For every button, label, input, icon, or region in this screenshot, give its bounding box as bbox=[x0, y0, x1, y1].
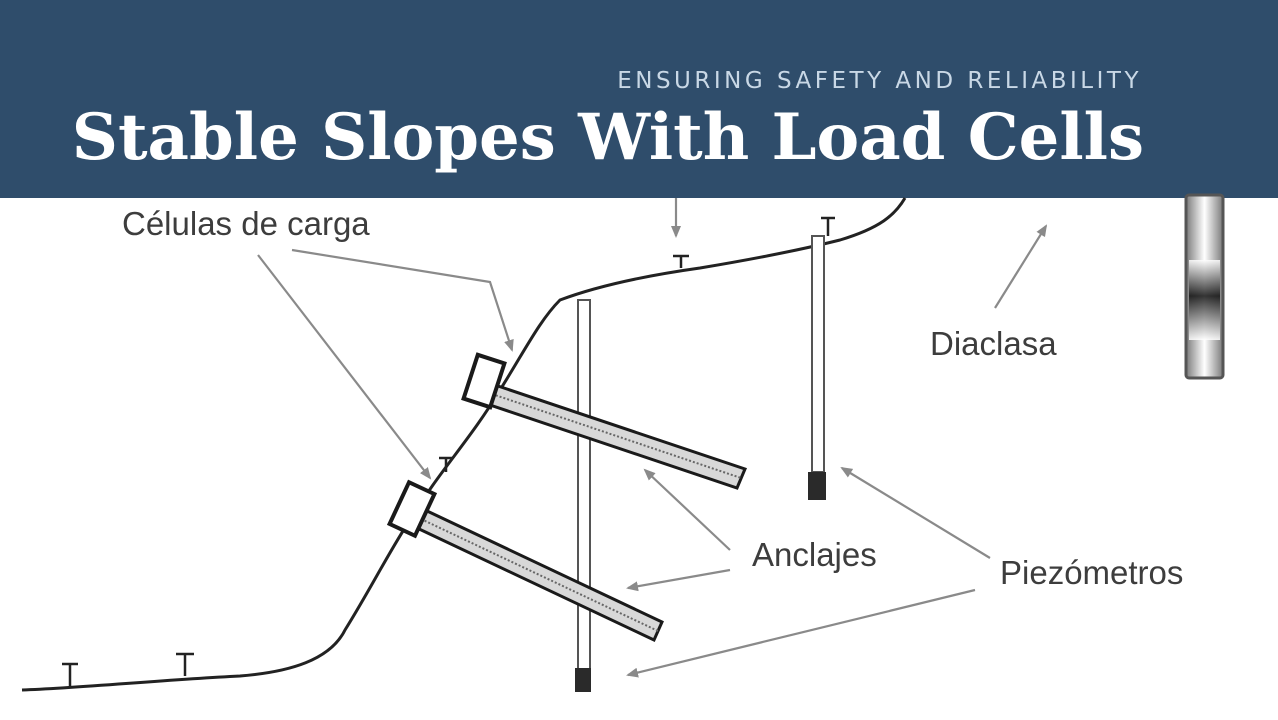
label-anchors: Anclajes bbox=[752, 536, 877, 573]
gauge-indicator bbox=[1184, 193, 1225, 380]
slope-profile bbox=[21, 197, 907, 692]
pointer-arrows bbox=[257, 198, 1048, 678]
label-load-cells: Células de carga bbox=[122, 205, 370, 242]
page-title: Stable Slopes With Load Cells bbox=[71, 100, 1144, 175]
header-banner: ENSURING SAFETY AND RELIABILITY Stable S… bbox=[0, 0, 1278, 198]
anchor-lower bbox=[386, 479, 664, 643]
survey-markers bbox=[62, 216, 835, 688]
piezometer-right bbox=[808, 235, 826, 500]
label-joint: Diaclasa bbox=[930, 325, 1057, 362]
label-piezometers: Piezómetros bbox=[1000, 554, 1183, 591]
piezometer-left bbox=[575, 299, 591, 692]
anchor-upper bbox=[461, 352, 748, 490]
header-eyebrow: ENSURING SAFETY AND RELIABILITY bbox=[617, 68, 1142, 94]
